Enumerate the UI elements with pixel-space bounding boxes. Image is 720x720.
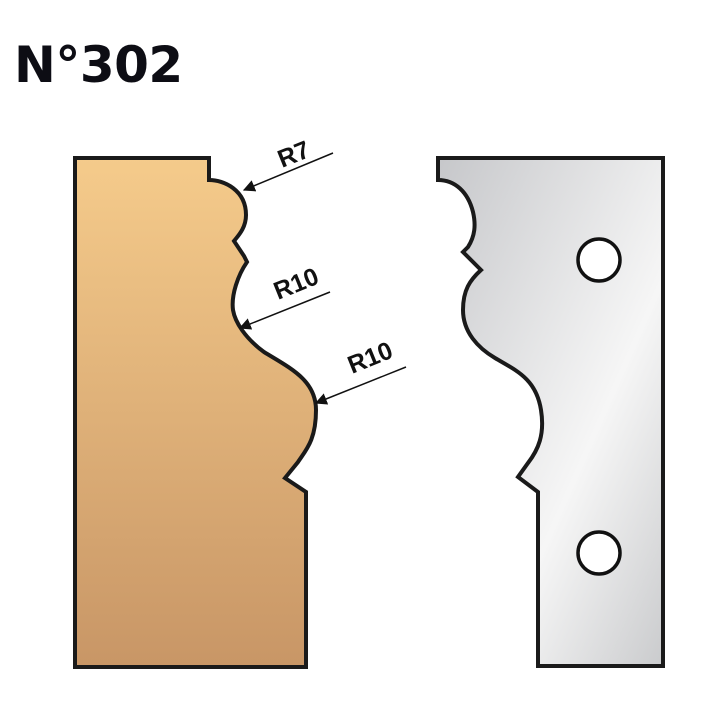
annotation-r10-lower: R10 xyxy=(314,336,407,405)
mounting-hole-bottom xyxy=(576,530,622,576)
mounting-hole-top xyxy=(576,237,622,283)
annotation-r10-upper: R10 xyxy=(238,262,331,330)
annotation-r7: R7 xyxy=(242,136,334,192)
knife-profile xyxy=(436,156,665,668)
annotation-r10-upper-label: R10 xyxy=(270,262,323,305)
annotation-r7-label: R7 xyxy=(274,136,314,174)
wood-profile xyxy=(73,156,319,669)
page-title: N°302 xyxy=(14,36,183,94)
